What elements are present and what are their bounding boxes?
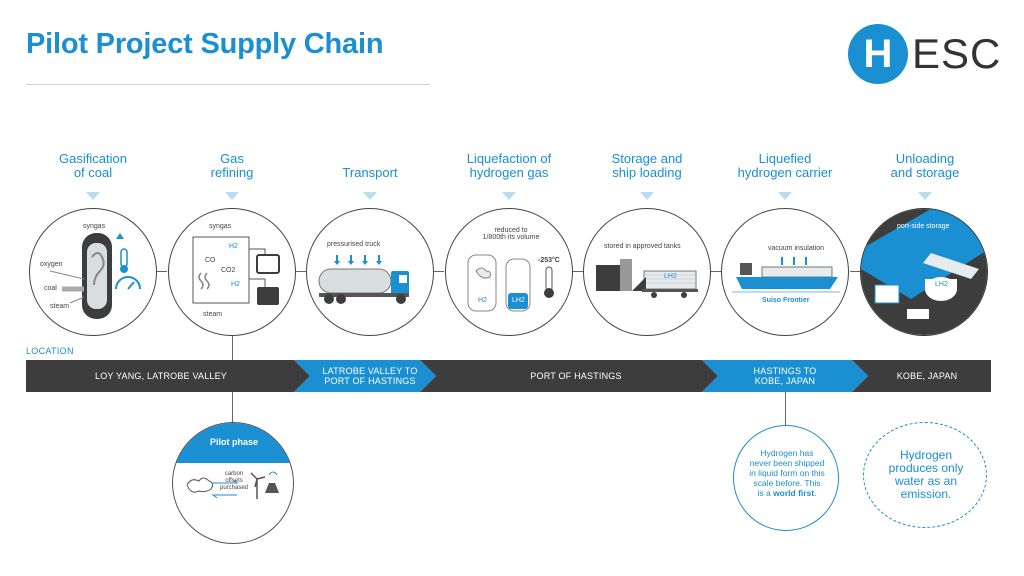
emission-circle: Hydrogen produces only water as an emiss… [863,422,987,528]
band-segment: PORT OF HASTINGS [530,371,622,381]
truck-icon [318,255,409,304]
co-label: CO [205,257,216,264]
world-first-body: Hydrogen has never been shipped in liqui… [749,448,825,498]
lh2-label: LH2 [935,281,948,288]
storage-caption: stored in approved tanks [604,243,681,250]
down-arrow-icon [502,192,516,200]
connector-line [573,271,583,272]
down-arrow-icon [225,192,239,200]
step-label: Transport [342,165,398,180]
band-segment: HASTINGS TO KOBE, JAPAN [753,366,817,386]
lh2-label: LH2 [512,297,525,304]
down-arrow-icon [778,192,792,200]
ship-name: Suiso Frontier [762,297,810,304]
world-first-text: Hydrogen has never been shipped in liqui… [742,448,832,498]
band-segment: LOY YANG, LATROBE VALLEY [94,371,228,381]
logo-text: ESC [912,30,1002,77]
step-transport: Transport [305,150,435,200]
band-segment-shape [702,360,868,392]
co2-label: CO2 [221,267,236,274]
step-label: Gasification of coal [59,151,127,180]
down-arrow-icon [918,192,932,200]
step-label: Liquefaction of hydrogen gas [466,151,552,180]
lh2-label: LH2 [664,273,677,280]
step-gas-refining: Gas refining [167,150,297,200]
steam-label: steam [203,311,223,318]
connector-line [850,271,860,272]
transport-caption: pressurised truck [327,241,381,248]
step-label: Unloading and storage [890,151,960,180]
temperature-label: -253°C [538,257,560,264]
band-segment: KOBE, JAPAN [896,371,958,381]
liquefaction-icon [467,254,554,312]
world-first-circle: Hydrogen has never been shipped in liqui… [733,425,839,531]
band-segment-shape [26,360,310,392]
h2-label: H2 [231,281,240,288]
emission-text: Hydrogen produces only water as an emiss… [888,448,964,501]
h2-label: H2 [229,243,238,250]
h2-label: H2 [478,297,487,304]
band-segment-shape [852,360,991,392]
band-segment-shape [294,360,436,392]
connector-line [232,392,233,424]
step-unloading: Unloading and storage [860,150,990,200]
pilot-phase-caption: carbon offsets purchased [219,471,249,491]
ship-icon [732,257,840,293]
step-storage-loading: Storage and ship loading [582,150,712,200]
step-liquefaction: Liquefaction of hydrogen gas [444,150,574,200]
gasification-illustration: syngas oxygen coal steam [29,208,157,336]
connector-line [232,336,233,360]
offset-icon [186,471,279,499]
step-gasification: Gasification of coal [28,150,158,200]
world-first-emphasis: world first [773,488,815,498]
page-title: Pilot Project Supply Chain [26,28,384,60]
step-label: Storage and ship loading [611,151,683,180]
title-divider [26,84,430,85]
hesc-logo: H ESC [848,24,1008,88]
down-arrow-icon [640,192,654,200]
carrier-caption: vacuum insulation [768,245,825,252]
pilot-phase-circle: Pilot phase carbon offsets purchased [172,422,294,544]
coal-label: coal [44,285,57,292]
location-band: LOY YANG, LATROBE VALLEY LATROBE VALLEY … [26,360,991,392]
connector-line [785,392,786,426]
world-first-end: . [814,488,817,498]
connector-line [434,271,444,272]
syngas-label: syngas [83,223,106,230]
connector-line [296,271,306,272]
connector-line [157,271,167,272]
storage-truck-icon [596,259,698,298]
location-label: LOCATION [26,346,74,356]
oxygen-label: oxygen [40,261,63,268]
liquefaction-illustration: reduced to 1/800th its volume H2 LH2 -25… [445,208,573,336]
logo-mark: H [848,24,908,84]
connector-line [711,271,721,272]
pilot-phase-title: Pilot phase [209,437,258,447]
band-segment-shape [420,360,718,392]
refining-icon [192,236,280,305]
storage-illustration: stored in approved tanks LH2 [583,208,711,336]
steam-label: steam [50,303,70,310]
band-shapes [26,360,991,392]
syngas-label: syngas [209,223,232,230]
gas-refining-illustration: syngas H2 CO CO2 H2 steam [168,208,296,336]
liquefaction-caption: reduced to 1/800th its volume [482,227,540,241]
gasifier-icon [49,233,141,319]
carrier-illustration: vacuum insulation Suiso Frontier [721,208,849,336]
step-carrier: Liquefied hydrogen carrier [720,150,850,200]
unloading-caption: port-side storage [897,223,950,230]
unloading-illustration: port-side storage LH2 [860,208,988,336]
down-arrow-icon [363,192,377,200]
step-label: Liquefied hydrogen carrier [737,151,833,180]
down-arrow-icon [86,192,100,200]
transport-illustration: pressurised truck [306,208,434,336]
step-label: Gas refining [210,151,254,180]
pilot-phase-header [173,423,293,463]
band-segment: LATROBE VALLEY TO PORT OF HASTINGS [322,366,418,386]
port-icon [861,209,987,335]
